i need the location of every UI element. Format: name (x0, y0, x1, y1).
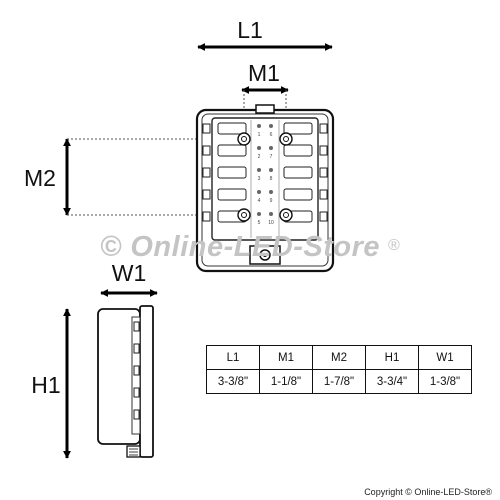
dimension-l1: L1 (197, 17, 333, 51)
screw-post (279, 208, 293, 222)
label-h1: H1 (31, 372, 60, 398)
fuse-number: 10 (268, 220, 274, 226)
screw-post (237, 132, 251, 146)
fuse-number: 1 (258, 132, 261, 138)
table-cell: 1-7/8" (312, 369, 366, 394)
table-cell: 1-1/8" (259, 369, 313, 394)
screw-post (279, 132, 293, 146)
fuse-number: 7 (270, 154, 273, 160)
table-header-row: L1 M1 M2 H1 W1 (206, 345, 472, 370)
dimensions-table: L1 M1 M2 H1 W1 3-3/8" 1-1/8" 1-7/8" 3-3/… (206, 345, 472, 394)
fuse-box-top-view: 1 2 3 4 5 6 7 8 9 10 (195, 104, 335, 273)
table-cell: 3-3/8" (206, 369, 260, 394)
dimension-h1: H1 (31, 308, 71, 459)
table-header-cell: H1 (365, 345, 419, 370)
label-w1: W1 (112, 260, 147, 286)
label-m2: M2 (24, 165, 56, 191)
fuse-slots-left (217, 122, 247, 223)
side-ground-stud (126, 445, 141, 458)
watermark-text: © Online-LED-Store (100, 231, 380, 263)
fuse-number: 4 (258, 198, 261, 204)
table-cell: 1-3/8" (418, 369, 472, 394)
ground-stud (249, 245, 281, 265)
copyright-notice: Copyright © Online-LED-Store® (364, 487, 492, 497)
fuse-box-side-view (97, 305, 154, 458)
fuse-number: 3 (258, 176, 261, 182)
fuse-number: 5 (258, 220, 261, 226)
label-l1: L1 (237, 17, 263, 43)
watermark-registered: ® (388, 237, 400, 254)
center-contacts (257, 124, 273, 216)
fuse-number: 9 (270, 198, 273, 204)
fuse-numbers: 1 2 3 4 5 6 7 8 9 10 (258, 132, 274, 226)
table-header-cell: M2 (312, 345, 366, 370)
dimension-m2: M2 (24, 138, 244, 216)
fuse-number: 8 (270, 176, 273, 182)
fuse-number: 2 (258, 154, 261, 160)
left-terminal-tabs (202, 123, 211, 222)
table-header-cell: W1 (418, 345, 472, 370)
fuse-number: 6 (270, 132, 273, 138)
table-header-cell: L1 (206, 345, 260, 370)
screw-post (237, 208, 251, 222)
dimension-w1: W1 (100, 260, 158, 297)
right-terminal-tabs (319, 123, 328, 222)
table-cell: 3-3/4" (365, 369, 419, 394)
table-row: 3-3/8" 1-1/8" 1-7/8" 3-3/4" 1-3/8" (206, 369, 472, 394)
watermark: © Online-LED-Store ® (100, 231, 400, 263)
side-terminal-tabs (133, 321, 140, 420)
table-header-cell: M1 (259, 345, 313, 370)
label-m1: M1 (248, 60, 280, 86)
